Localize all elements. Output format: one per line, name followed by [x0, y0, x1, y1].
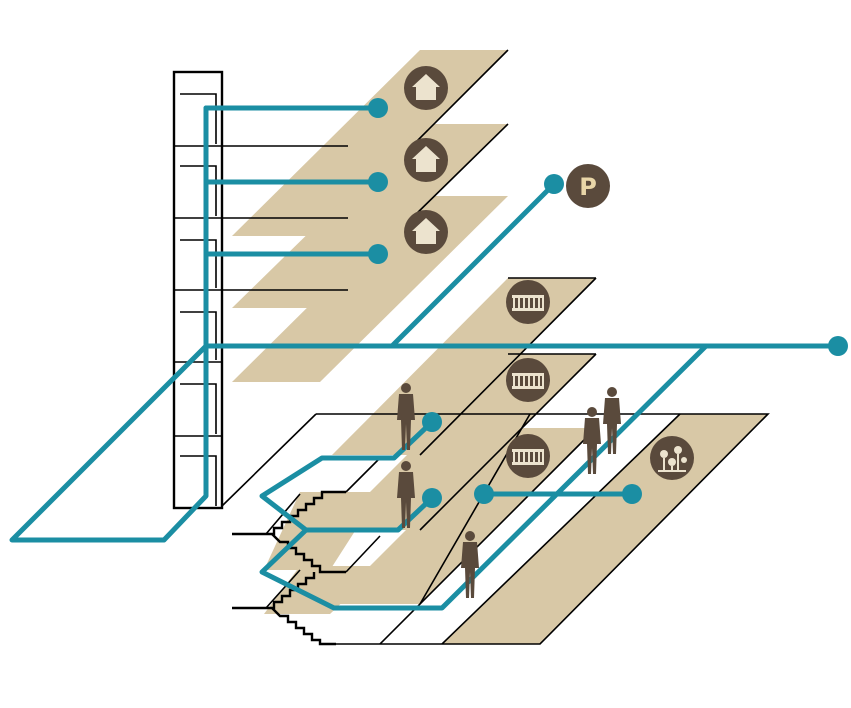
house-icon: [412, 146, 440, 172]
circulation-routes: [9, 105, 841, 611]
node-garden-west: [474, 484, 494, 504]
house-icon: [412, 218, 440, 244]
garden-flowers-icon: [658, 446, 687, 472]
person-silhouette-icon: [583, 407, 601, 474]
parking-badge: P: [566, 164, 610, 208]
person-silhouette-icon: [461, 531, 479, 598]
node-middle-dwelling: [368, 172, 388, 192]
ramp-route-upper: [259, 419, 435, 533]
ramp-route-lower: [259, 343, 709, 611]
balcony-badge-2: [506, 358, 550, 402]
parking-icon: [566, 164, 610, 208]
node-street-exit: [828, 336, 848, 356]
stair-flights: [232, 457, 381, 646]
house-badge-top: [404, 66, 448, 110]
balcony-railing-icon: [512, 373, 544, 389]
person-silhouette-icon: [603, 387, 621, 454]
parking-letter: P: [579, 173, 597, 201]
core-vertical-route: [9, 105, 209, 543]
node-parking: [544, 174, 564, 194]
balcony-badge-3: [506, 434, 550, 478]
house-badge-middle: [404, 138, 448, 182]
person-silhouette-icon: [397, 461, 415, 528]
node-terrace-upper: [422, 412, 442, 432]
house-icon: [412, 74, 440, 100]
people: [397, 383, 621, 598]
route-to-parking: [389, 181, 557, 349]
person-silhouette-icon: [397, 383, 415, 450]
balcony-railing-icon: [512, 449, 544, 465]
garden-badge: [650, 436, 694, 480]
node-top-dwelling: [368, 98, 388, 118]
node-terrace-lower: [422, 488, 442, 508]
house-badge-bottom: [404, 210, 448, 254]
balcony-railing-icon: [512, 295, 544, 311]
node-garden-east: [622, 484, 642, 504]
balcony-badge-1: [506, 280, 550, 324]
route-nodes: [368, 98, 848, 508]
node-bottom-dwelling: [368, 244, 388, 264]
